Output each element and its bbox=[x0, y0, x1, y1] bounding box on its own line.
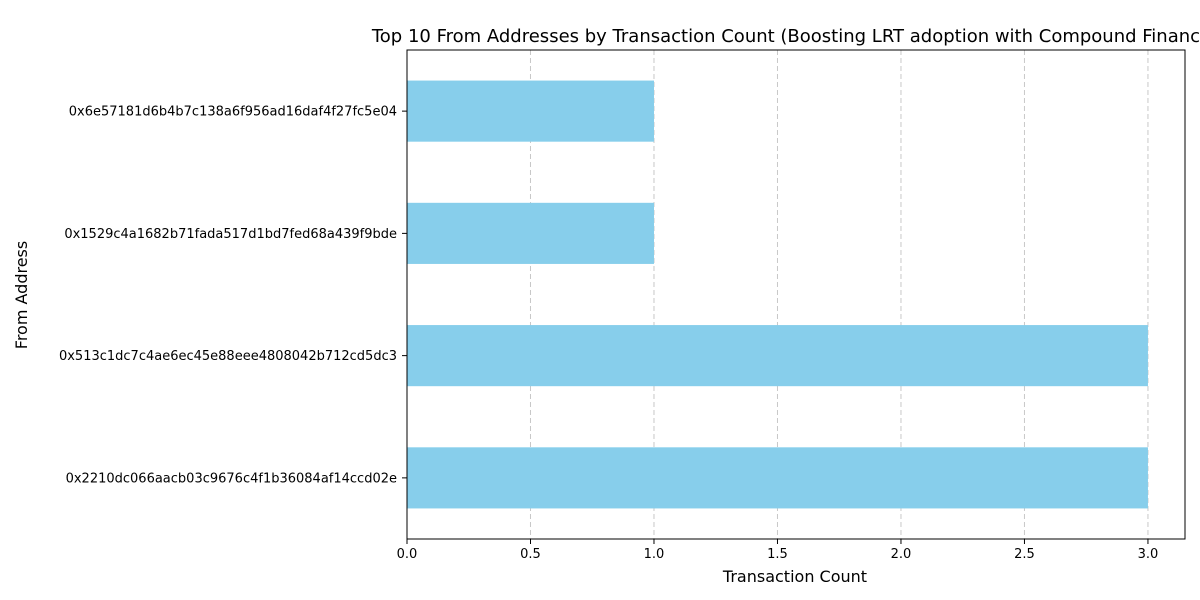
x-tick-label: 1.0 bbox=[644, 547, 665, 562]
bar bbox=[407, 80, 654, 142]
y-axis-label: From Address bbox=[12, 241, 31, 349]
y-tick-label: 0x6e57181d6b4b7c138a6f956ad16daf4f27fc5e… bbox=[69, 105, 397, 120]
x-tick-label: 0.5 bbox=[520, 547, 541, 562]
bar bbox=[407, 202, 654, 264]
y-tick-label: 0x2210dc066aacb03c9676c4f1b36084af14ccd0… bbox=[66, 471, 397, 486]
x-tick-label: 2.5 bbox=[1014, 547, 1035, 562]
axis-layer: 0.0 0.5 1.0 1.5 2.0 2.5 3.0 0x2210dc066aacb03c9… bbox=[59, 49, 1186, 562]
y-tick-label: 0x513c1dc7c4ae6ec45e88eee4808042b712cd5d… bbox=[59, 349, 397, 364]
bar bbox=[407, 325, 1148, 387]
chart-title: Top 10 From Addresses by Transaction Cou… bbox=[371, 26, 1200, 47]
y-tick-label: 0x1529c4a1682b71fada517d1bd7fed68a439f9b… bbox=[64, 227, 397, 242]
x-tick-label: 2.0 bbox=[891, 547, 912, 562]
bar bbox=[407, 447, 1148, 509]
plot-frame bbox=[406, 49, 1186, 540]
x-tick-label: 3.0 bbox=[1138, 547, 1159, 562]
x-tick-label: 0.0 bbox=[397, 547, 418, 562]
bar-layer bbox=[407, 80, 1148, 509]
x-axis-label: Transaction Count bbox=[722, 567, 867, 586]
x-tick-label: 1.5 bbox=[767, 547, 788, 562]
